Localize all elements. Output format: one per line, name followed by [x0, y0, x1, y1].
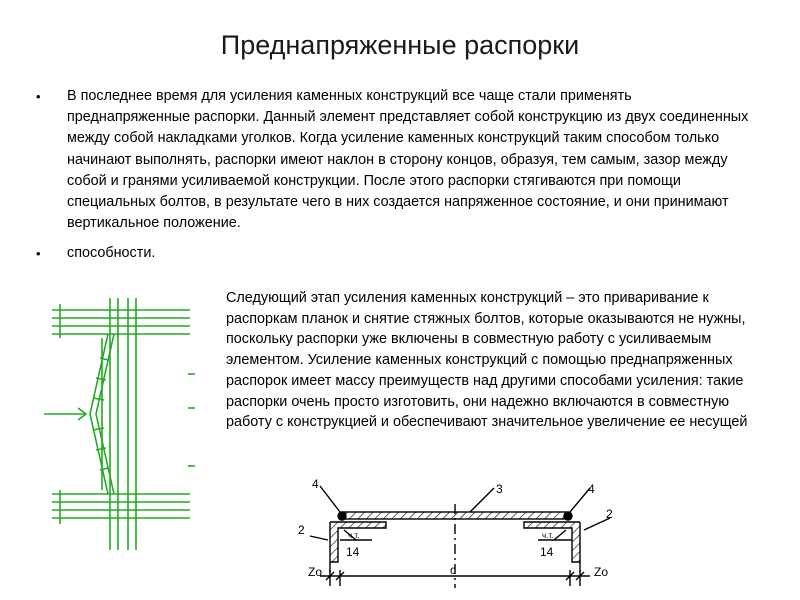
bullet-icon: • [36, 89, 41, 104]
bullet-icon: • [36, 246, 41, 262]
label-2-left: 2 [298, 523, 305, 537]
bullet-item: • способности. [36, 243, 756, 264]
label-2-right: 2 [606, 507, 613, 521]
label-4-left: 4 [312, 477, 319, 491]
gap-label-left: Zo [308, 565, 322, 579]
bullet-item: • В последнее время для усиления каменны… [36, 86, 756, 234]
strut-section-drawing: 4 3 4 2 2 ч.т. ч.т. 14 14 Zo Zo c [298, 477, 613, 588]
body-paragraph: Следующий этап усиления каменных констру… [226, 290, 748, 431]
slide-title: Преднапряженные распорки [220, 30, 580, 60]
bullet-text: В последнее время для усиления каменных … [67, 88, 749, 232]
size-label-left: 14 [346, 545, 360, 559]
gap-label-right: Zo [594, 565, 608, 579]
weld-label-right: ч.т. [542, 531, 553, 540]
strut-side-drawing [44, 298, 195, 550]
bullet-text: способности. [67, 245, 156, 262]
size-label-right: 14 [540, 545, 554, 559]
label-4-right: 4 [588, 482, 595, 496]
span-label: c [450, 563, 456, 577]
weld-label-left: ч.т. [348, 531, 359, 540]
label-3: 3 [496, 482, 503, 496]
bullet-list: • В последнее время для усиления каменны… [36, 86, 756, 265]
